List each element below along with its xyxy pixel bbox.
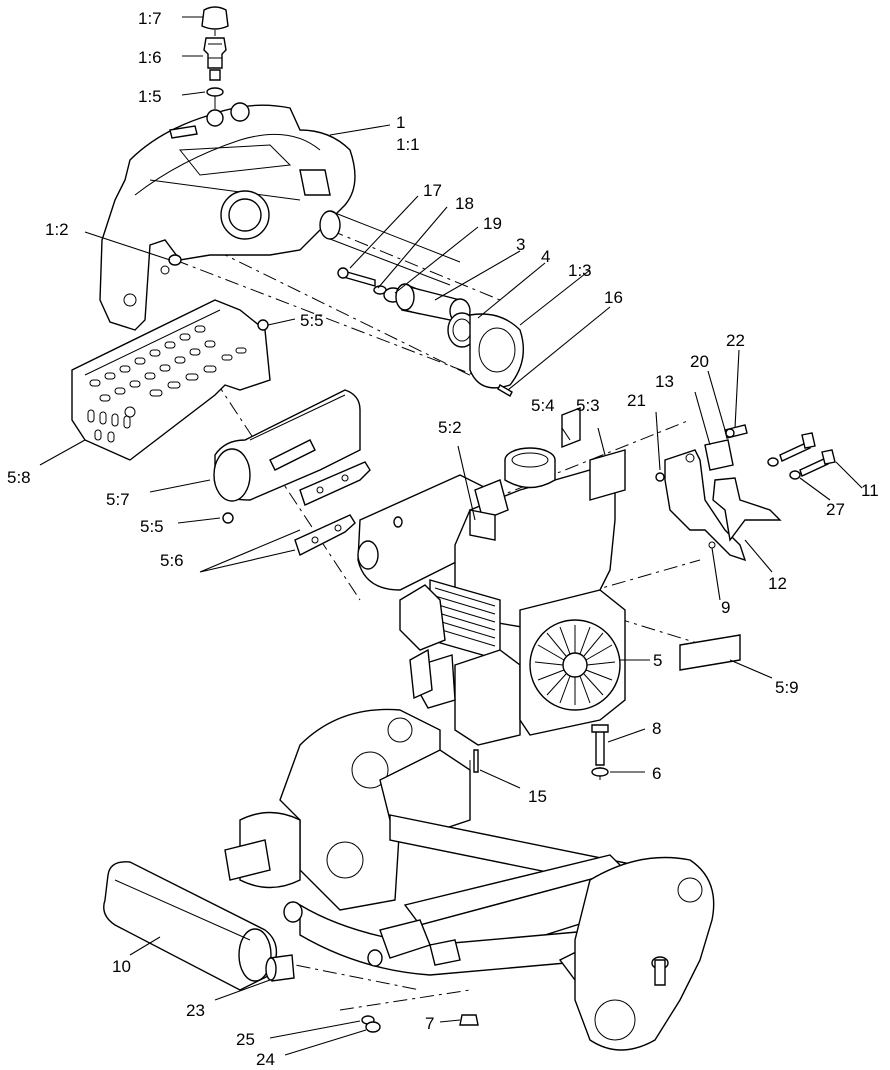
throttle-lever bbox=[712, 477, 782, 542]
callout-1-1: 1:1 bbox=[396, 135, 420, 154]
muffler-guard-nut-lower bbox=[222, 512, 234, 524]
callout-22: 22 bbox=[726, 331, 745, 350]
callout-24: 24 bbox=[256, 1050, 275, 1069]
muffler-guard-nut-upper bbox=[257, 319, 269, 331]
callout-6: 6 bbox=[652, 764, 661, 783]
engine bbox=[399, 447, 626, 746]
callout-16: 16 bbox=[604, 288, 623, 307]
callout-5-7: 5:7 bbox=[106, 490, 130, 509]
callout-23: 23 bbox=[186, 1001, 205, 1020]
leader-lines bbox=[39, 16, 863, 1056]
callout-5: 5 bbox=[653, 651, 662, 670]
callout-5-6: 5:6 bbox=[160, 551, 184, 570]
callout-1: 1 bbox=[396, 113, 405, 132]
callout-19: 19 bbox=[483, 214, 502, 233]
dipstick-cap bbox=[201, 6, 229, 36]
gearcase-housing bbox=[99, 102, 461, 331]
fill-fitting bbox=[203, 37, 227, 81]
callout-3: 3 bbox=[516, 235, 525, 254]
mount-hardware bbox=[473, 724, 609, 777]
callout-17: 17 bbox=[423, 181, 442, 200]
muffler-brackets bbox=[294, 461, 371, 556]
callout-1-3: 1:3 bbox=[568, 261, 592, 280]
heat-shield bbox=[213, 389, 361, 502]
callout-labels: 1:7 1:6 1:5 1 1:1 1:2 17 18 19 3 4 1:3 1… bbox=[7, 9, 879, 1069]
callout-8: 8 bbox=[652, 719, 661, 738]
callout-25: 25 bbox=[236, 1030, 255, 1049]
callout-11: 11 bbox=[861, 481, 879, 500]
callout-13: 13 bbox=[655, 372, 674, 391]
callout-5-4: 5:4 bbox=[531, 396, 555, 415]
bottom-hardware bbox=[361, 1014, 479, 1033]
callout-4: 4 bbox=[541, 247, 550, 266]
callout-12: 12 bbox=[768, 574, 787, 593]
callout-5-8: 5:8 bbox=[7, 468, 31, 487]
callout-18: 18 bbox=[455, 194, 474, 213]
callout-1-2: 1:2 bbox=[45, 220, 69, 239]
callout-1-5: 1:5 bbox=[138, 87, 162, 106]
shaft-parts bbox=[337, 267, 524, 397]
throttle-hardware bbox=[655, 424, 836, 482]
callout-5-5-upper: 5:5 bbox=[300, 311, 324, 330]
callout-7: 7 bbox=[425, 1014, 434, 1033]
callout-5-5-lower: 5:5 bbox=[140, 517, 164, 536]
callout-21: 21 bbox=[627, 391, 646, 410]
callout-5-3: 5:3 bbox=[576, 396, 600, 415]
callout-27: 27 bbox=[826, 500, 845, 519]
callout-1-6: 1:6 bbox=[138, 48, 162, 67]
callout-5-2: 5:2 bbox=[438, 418, 462, 437]
muffler-guard bbox=[71, 299, 271, 461]
callout-1-7: 1:7 bbox=[138, 9, 162, 28]
callout-10: 10 bbox=[112, 957, 131, 976]
callout-20: 20 bbox=[690, 352, 709, 371]
callout-9: 9 bbox=[721, 598, 730, 617]
frame bbox=[224, 708, 715, 1051]
decals bbox=[561, 406, 741, 671]
bushing bbox=[265, 954, 295, 982]
callout-15: 15 bbox=[528, 787, 547, 806]
callout-5-9: 5:9 bbox=[775, 678, 799, 697]
tube-cover bbox=[103, 861, 278, 991]
o-ring bbox=[206, 87, 224, 97]
